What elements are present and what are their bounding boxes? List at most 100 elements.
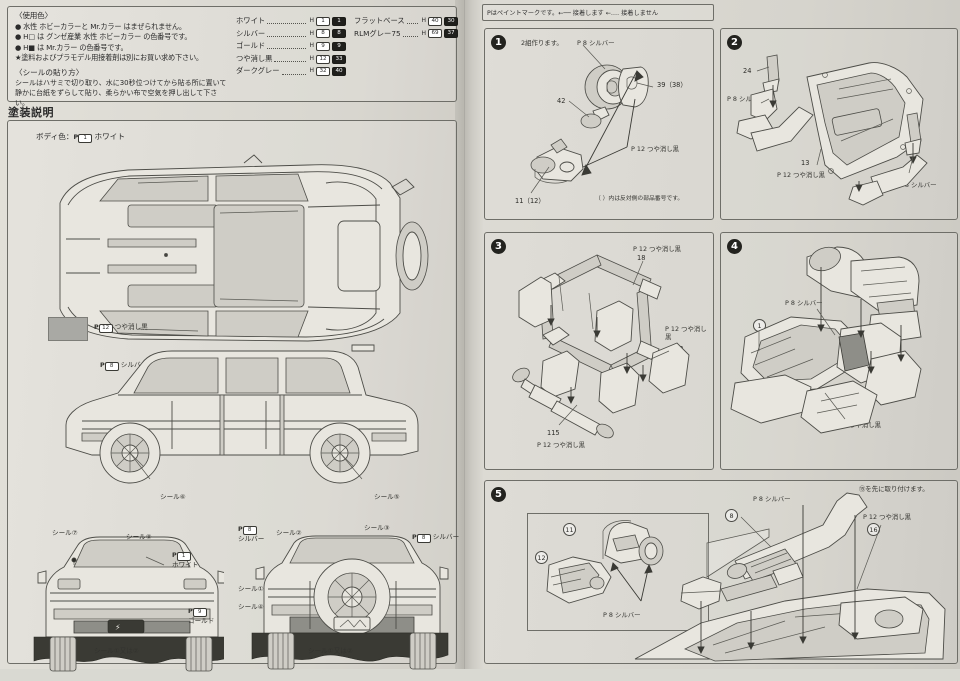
seal-side-label-2: シール⑤ bbox=[374, 493, 400, 501]
mr-color-code: 33 bbox=[332, 54, 346, 64]
dot-leader bbox=[281, 67, 307, 75]
use-color-heading: 〈使用色〉 bbox=[15, 11, 52, 20]
step-4-drawing bbox=[730, 246, 922, 434]
dot-leader bbox=[402, 29, 419, 37]
step-5-drawing bbox=[546, 492, 946, 662]
rear-silver-code: 8 bbox=[242, 526, 257, 535]
step-1-note-top: 2組作ります。 bbox=[521, 39, 563, 47]
step-1-flatblack-label: P 12 つや消し黒 bbox=[631, 145, 680, 153]
pmark-icon: P bbox=[188, 607, 193, 615]
swatch-code: 12 bbox=[98, 324, 113, 333]
color-swatch-flat-black bbox=[48, 317, 88, 341]
step-5-note: ⑮を先に取り付けます。 bbox=[859, 485, 929, 493]
pmark-icon: P bbox=[412, 533, 417, 541]
hobby-color-code: 69 bbox=[428, 29, 442, 39]
seal-7-label: シール⑦ bbox=[52, 529, 78, 537]
step-2-flatblack-label: P 12 つや消し黒 bbox=[777, 171, 826, 179]
step-3-flatblack-top-label: P 12 つや消し黒 bbox=[633, 245, 682, 253]
front-white-code: 1 bbox=[176, 552, 191, 561]
use-color-note-0: ● 水性 ホビーカラーと Mr.カラー はまぜられません。 bbox=[15, 21, 186, 31]
step-5-silver-inset-label: P 8 シルバー bbox=[603, 611, 641, 619]
color-name: ダークグレー bbox=[236, 66, 280, 76]
rear-bottom-seal-label: シール①又は② bbox=[308, 647, 353, 655]
color-name: シルバー bbox=[236, 28, 266, 38]
hobby-color-code: 40 bbox=[428, 16, 442, 26]
seal-heading: 〈シールの貼り方〉 bbox=[15, 67, 84, 77]
step-1-number: 1 bbox=[491, 35, 506, 50]
step-3-part-115: 115 bbox=[547, 429, 560, 437]
rear-silver-right-code: 8 bbox=[416, 534, 431, 543]
mr-color-code: 37 bbox=[444, 29, 458, 39]
mr-color-code: 1 bbox=[332, 16, 346, 26]
mr-color-code: 40 bbox=[332, 67, 346, 77]
pmark-icon: P bbox=[73, 133, 79, 141]
step-3-flatblack-right-label: P 12 つや消し黒 bbox=[665, 325, 707, 342]
dot-leader bbox=[267, 16, 307, 25]
h-prefix: H bbox=[421, 17, 426, 24]
step-5-number: 5 bbox=[491, 487, 506, 502]
hobby-color-code: 1 bbox=[316, 16, 330, 26]
front-white-name: ホワイト bbox=[172, 561, 199, 569]
h-prefix: H bbox=[309, 29, 314, 37]
step-5-part-8: 8 bbox=[725, 509, 738, 522]
page-title: 塗装説明 bbox=[8, 106, 54, 119]
h-prefix: H bbox=[309, 54, 314, 62]
side-view-drawing bbox=[65, 344, 419, 484]
step-3-number: 3 bbox=[491, 239, 506, 254]
use-color-note-2: ● H■ は Mr.カラー の色番号です。 bbox=[15, 42, 128, 52]
mr-color-code: 9 bbox=[332, 41, 346, 51]
step-5-part-11: 11 bbox=[563, 523, 576, 536]
dot-leader bbox=[267, 41, 307, 50]
side-silver-code: 8 bbox=[104, 362, 119, 371]
step-1-note-bottom: （ ）内は反対側の部品番号です。 bbox=[595, 196, 684, 202]
seal-1-label: シール① bbox=[238, 585, 264, 593]
legend-box: Pはペイントマークです。←── 接着します ←‥‥ 接着しません bbox=[482, 4, 714, 21]
color-name: フラットベース bbox=[354, 16, 405, 25]
use-color-note-1: ● H□ は グンゼ産業 水性 ホビーカラー の色番号です。 bbox=[15, 32, 192, 42]
step-5-inset-box bbox=[527, 513, 709, 631]
seal-side-label-1: シール⑥ bbox=[160, 493, 186, 501]
pmark-icon: P bbox=[100, 361, 105, 369]
step-4-silver-label: P 8 シルバー bbox=[785, 299, 823, 307]
h-prefix: H bbox=[421, 29, 426, 37]
use-color-note-3: ★塗料およびプラモデル用接着剤は別にお買い求め下さい。 bbox=[15, 53, 203, 63]
side-silver-name: シルバー bbox=[120, 361, 148, 369]
seal-4-label: シール④ bbox=[238, 603, 264, 611]
front-bottom-seal-label: シール①又は② bbox=[94, 647, 139, 655]
step-1-part-42: 42 bbox=[557, 97, 566, 105]
step-3-panel: 3 P 12 つや消し黒 18 P 12 つや消し黒 22 115 P 12 つ… bbox=[484, 232, 714, 470]
hobby-color-code: 32 bbox=[316, 67, 330, 77]
dot-leader bbox=[406, 16, 419, 25]
step-2-panel: 2 24 P 8 シルバー 13 P 12 つや消し黒 25 P 8 シルバー bbox=[720, 28, 958, 220]
hobby-color-code: 9 bbox=[316, 41, 330, 51]
step-2-part-13: 13 bbox=[801, 159, 810, 167]
color-name: RLMグレー75 bbox=[354, 28, 401, 38]
body-color-name: ホワイト bbox=[94, 132, 125, 141]
seal-2-label: シール② bbox=[276, 529, 302, 537]
step-4-number: 4 bbox=[727, 239, 742, 254]
hobby-color-code: 12 bbox=[316, 54, 330, 64]
front-gold-code: 9 bbox=[192, 608, 207, 617]
color-name: ホワイト bbox=[236, 16, 266, 25]
seal-8-label: シール⑧ bbox=[126, 533, 152, 541]
step-5-silver-main-label: P 8 シルバー bbox=[753, 495, 791, 503]
step-5-panel: 5 11 12 P 8 シルバー 8 P 8 シルバー ⑮を先に取り付けます。 … bbox=[484, 480, 958, 664]
step-2-part-24: 24 bbox=[743, 67, 752, 75]
step-1-silver-label: P 8 シルバー bbox=[577, 39, 615, 47]
mr-color-code: 8 bbox=[332, 29, 346, 39]
seal-instructions: シールはハサミで切り取り、水に30秒位つけてから貼る所に置いて静かに台紙をずらし… bbox=[15, 78, 227, 107]
swatch-color-name: つや消し黒 bbox=[114, 323, 148, 331]
